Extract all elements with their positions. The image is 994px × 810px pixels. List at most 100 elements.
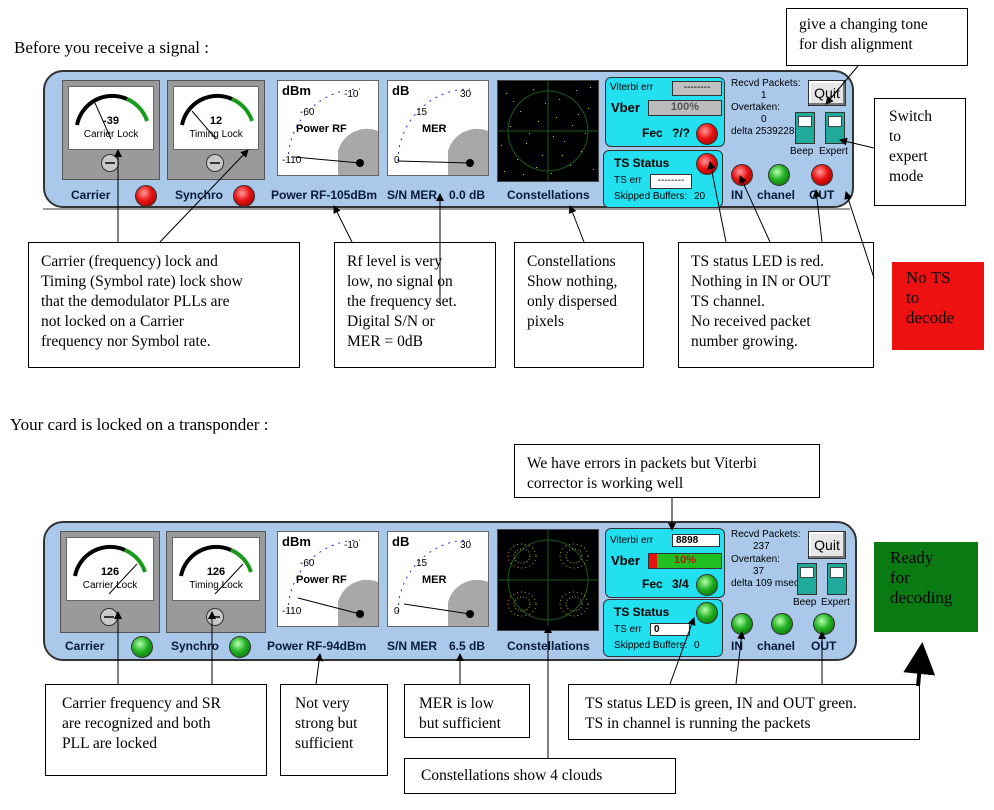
out-led-locked-icon bbox=[813, 613, 835, 635]
power-rf-readout-locked: Power RF-94dBm bbox=[267, 639, 367, 653]
carrier-led-icon bbox=[135, 185, 157, 207]
tick-0: 0 bbox=[394, 155, 400, 166]
synchro-label: Synchro bbox=[175, 188, 224, 202]
chanel-led-icon bbox=[768, 164, 790, 186]
tick-minus110: -110 bbox=[282, 155, 302, 166]
mer-label: MER bbox=[422, 123, 447, 135]
power-rf-scale bbox=[287, 88, 378, 175]
recvd-packets-label-locked: Recvd Packets: bbox=[731, 529, 801, 540]
carrier-value: -39 bbox=[103, 115, 119, 127]
mer-gauge: dB 30 15 MER 0 bbox=[387, 80, 489, 176]
ts-err-value: -------- bbox=[650, 174, 692, 189]
timing-lock-arc bbox=[180, 93, 254, 140]
vber-label-locked: Vber bbox=[611, 553, 640, 568]
mer-label-locked: MER bbox=[422, 574, 447, 586]
out-label-locked: OUT bbox=[811, 639, 837, 653]
callout-ts-status-top-line: TS channel. bbox=[691, 293, 766, 310]
overtaken-value: 0 bbox=[761, 114, 767, 125]
tick-30-locked: 30 bbox=[460, 540, 472, 551]
callout-carrier-lock-line: Timing (Symbol rate) lock show bbox=[41, 273, 243, 290]
timing-lock-label-locked: Timing Lock bbox=[189, 580, 243, 591]
timing-lock-arc-locked bbox=[179, 544, 253, 595]
chanel-label-locked: chanel bbox=[757, 639, 796, 653]
vber-bar-locked: 10% bbox=[648, 553, 722, 569]
constellations-label: Constellations bbox=[507, 188, 590, 202]
callout-constellations-bottom-line: Constellations show 4 clouds bbox=[421, 767, 603, 784]
callout-no-ts-line: No TS bbox=[906, 268, 951, 287]
skipped-buffers-label-locked: Skipped Buffers: bbox=[614, 640, 688, 651]
carrier-lock-meter: -39 Carrier Lock bbox=[62, 80, 160, 180]
callout-carrier-sr-line: are recognized and both bbox=[62, 715, 211, 732]
power-rf-scale-locked bbox=[287, 539, 378, 626]
chanel-led-locked-icon bbox=[771, 613, 793, 635]
callout-errors: We have errors in packets but Viterbi co… bbox=[514, 444, 820, 498]
beep-toggle-locked[interactable] bbox=[797, 563, 817, 595]
constellations-label-locked: Constellations bbox=[507, 639, 590, 653]
in-led-icon bbox=[731, 164, 753, 186]
callout-expert-line: mode bbox=[889, 168, 924, 185]
tick-minus110-locked: -110 bbox=[282, 606, 302, 617]
vber-label: Vber bbox=[611, 100, 640, 115]
callout-rf-level-line: low, no signal on bbox=[347, 273, 453, 290]
callout-ts-green-line: TS status LED is green, IN and OUT green… bbox=[585, 695, 857, 712]
beep-toggle[interactable] bbox=[795, 112, 815, 144]
callout-constellations-top: Constellations Show nothing, only disper… bbox=[514, 242, 644, 368]
receiver-panel-bottom: 126 Carrier Lock 126 Timing Lock dBm -10… bbox=[43, 521, 857, 661]
callout-tone-line: for dish alignment bbox=[799, 36, 913, 53]
heading-before-signal: Before you receive a signal : bbox=[14, 38, 209, 57]
callout-expert-line: Switch bbox=[889, 108, 933, 125]
callout-mer-low-line: MER is low bbox=[419, 695, 494, 712]
expert-toggle[interactable] bbox=[825, 112, 845, 144]
tick-minus60: -60 bbox=[300, 107, 315, 118]
in-led-locked-icon bbox=[731, 613, 753, 635]
carrier-knob-icon bbox=[101, 154, 119, 172]
timing-value-locked: 126 bbox=[206, 566, 226, 578]
mer-readout: 0.0 dB bbox=[449, 188, 486, 202]
callout-expert: Switch to expert mode bbox=[874, 98, 966, 206]
power-rf-label-locked: Power RF bbox=[296, 574, 347, 586]
fec-value: ?/? bbox=[672, 126, 690, 140]
expert-label-locked: Expert bbox=[821, 597, 850, 608]
callout-rf-level-line: Digital S/N or bbox=[347, 313, 435, 330]
callout-ready-line: for bbox=[890, 568, 910, 587]
carrier-led-locked-icon bbox=[131, 636, 153, 658]
synchro-knob-locked-icon bbox=[206, 608, 224, 626]
callout-not-strong-line: Not very bbox=[295, 695, 350, 712]
chanel-label: chanel bbox=[757, 188, 796, 202]
callout-ready: Ready for decoding bbox=[874, 542, 978, 632]
constellation-scatter bbox=[498, 81, 598, 181]
out-led-icon bbox=[811, 164, 833, 186]
callout-not-strong-line: sufficient bbox=[295, 735, 354, 752]
synchro-led-locked-icon bbox=[229, 636, 251, 658]
ts-status-box: TS Status TS err -------- Skipped Buffer… bbox=[603, 150, 723, 208]
carrier-lock-label: Carrier Lock bbox=[83, 129, 139, 140]
ts-err-label-locked: TS err bbox=[614, 624, 642, 635]
tick-15: 15 bbox=[416, 107, 428, 118]
db-label: dB bbox=[392, 83, 410, 98]
carrier-lock-meter-locked: 126 Carrier Lock bbox=[60, 531, 160, 633]
quit-button[interactable]: Quit bbox=[808, 80, 846, 106]
callout-rf-level: Rf level is very low, no signal on the f… bbox=[334, 242, 496, 368]
callout-expert-line: to bbox=[889, 128, 902, 145]
callout-tone: give a changing tone for dish alignment bbox=[786, 8, 968, 66]
callout-ts-status-top-line: number growing. bbox=[691, 333, 798, 350]
expert-toggle-locked[interactable] bbox=[827, 563, 847, 595]
ts-status-box-locked: TS Status TS err 0 Skipped Buffers: 0 bbox=[603, 599, 723, 657]
mer-scale bbox=[397, 88, 488, 175]
callout-rf-level-line: Rf level is very bbox=[347, 253, 443, 270]
callout-not-strong-line: strong but bbox=[295, 715, 358, 732]
fec-value-locked: 3/4 bbox=[672, 577, 689, 591]
quit-button-locked[interactable]: Quit bbox=[808, 531, 846, 559]
carrier-label-locked: Carrier bbox=[65, 639, 105, 653]
callout-ts-status-top: TS status LED is red. Nothing in IN or O… bbox=[678, 242, 874, 368]
carrier-knob-locked-icon bbox=[100, 608, 118, 626]
callout-ts-status-top-line: Nothing in IN or OUT bbox=[691, 273, 831, 290]
ts-status-led-locked-icon bbox=[696, 602, 718, 624]
heading-locked: Your card is locked on a transponder : bbox=[10, 415, 269, 434]
power-rf-label: Power RF bbox=[296, 123, 347, 135]
callout-constellations-top-line: Constellations bbox=[527, 253, 616, 270]
callout-not-strong: Not very strong but sufficient bbox=[280, 684, 388, 776]
skipped-buffers-value: 20 bbox=[694, 191, 706, 202]
vber-value: 100% bbox=[670, 101, 700, 113]
mer-readout-locked: 6.5 dB bbox=[449, 639, 486, 653]
